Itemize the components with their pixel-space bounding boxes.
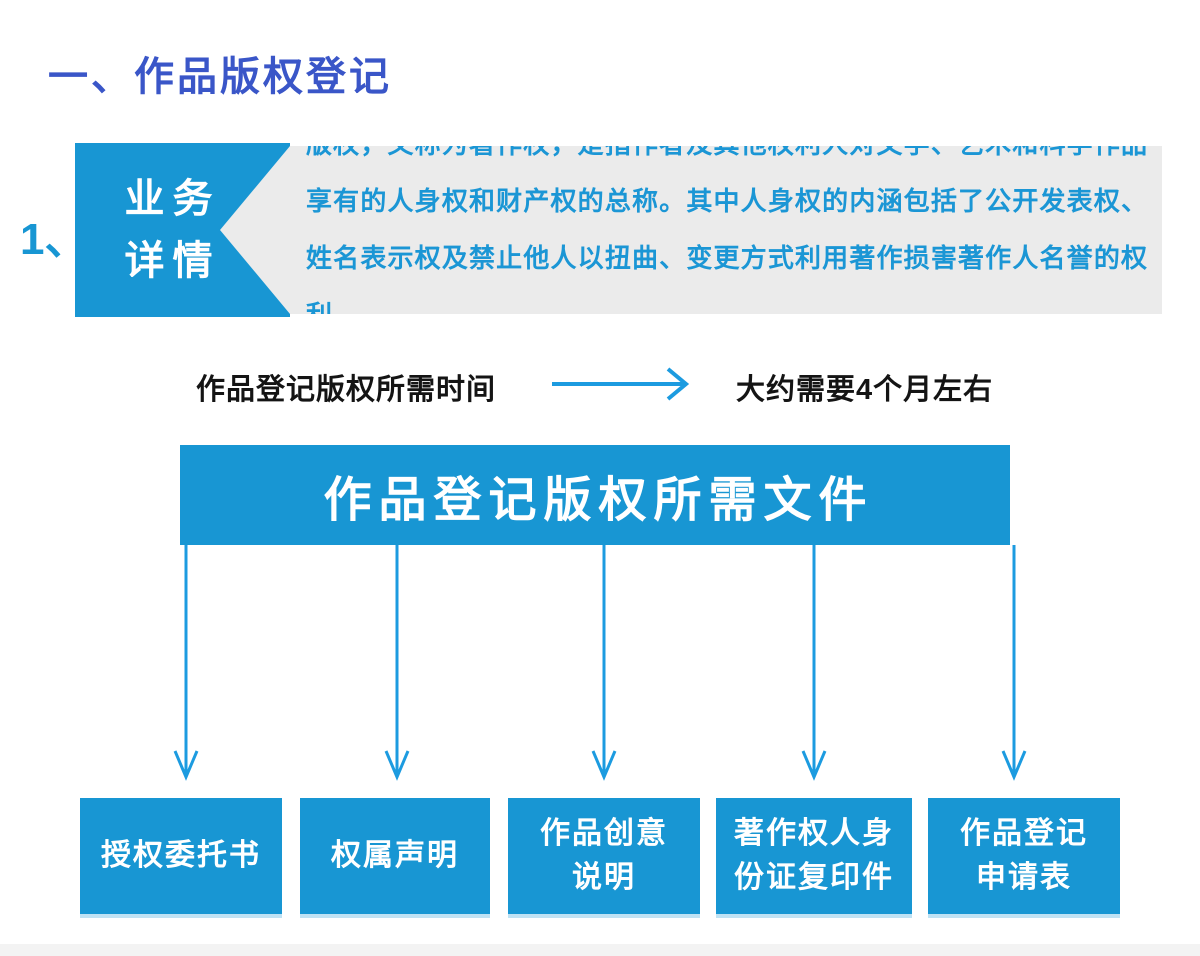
down-arrow-icon [801,545,827,781]
document-box-authorization-letter: 授权委托书 [80,798,282,914]
document-box-application-form: 作品登记 申请表 [928,798,1120,914]
business-detail-label-line1: 业务 [124,177,221,221]
down-arrow-icon [384,545,410,781]
documents-banner-text: 作品登记版权所需文件 [323,474,874,527]
down-arrow-icon [591,545,617,781]
document-box-creative-description: 作品创意 说明 [508,798,700,914]
document-box-label: 作品登记 [960,817,1088,850]
document-box-label: 说明 [572,861,636,894]
down-arrow-icon [173,545,199,781]
down-arrow-icon [1001,545,1027,781]
time-answer-label: 大约需要4个月左右 [736,374,994,406]
business-detail-description: 版权，又称为著作权，是指作者及其他权利人对文学、艺术和科学作品享有的人身权和财产… [306,129,1148,330]
document-box-label: 著作权人身 [734,817,894,850]
footer-strip [0,944,1200,956]
time-question-label: 作品登记版权所需时间 [196,374,497,406]
business-detail-panel: 版权，又称为著作权，是指作者及其他权利人对文学、艺术和科学作品享有的人身权和财产… [220,146,1162,314]
document-box-label: 权属声明 [331,839,459,872]
right-arrow-icon [552,367,690,401]
page-title: 一、作品版权登记 [48,55,392,99]
document-box-label: 作品创意 [540,817,668,850]
business-detail-label-line2: 详情 [124,239,221,283]
flow-down-arrows [173,545,1027,781]
documents-banner: 作品登记版权所需文件 [180,445,1010,545]
document-box-ownership-statement: 权属声明 [300,798,490,914]
document-box-id-copy: 著作权人身 份证复印件 [716,798,912,914]
document-box-label: 份证复印件 [734,861,894,894]
document-box-label: 申请表 [976,861,1072,894]
document-box-label: 授权委托书 [101,839,261,872]
